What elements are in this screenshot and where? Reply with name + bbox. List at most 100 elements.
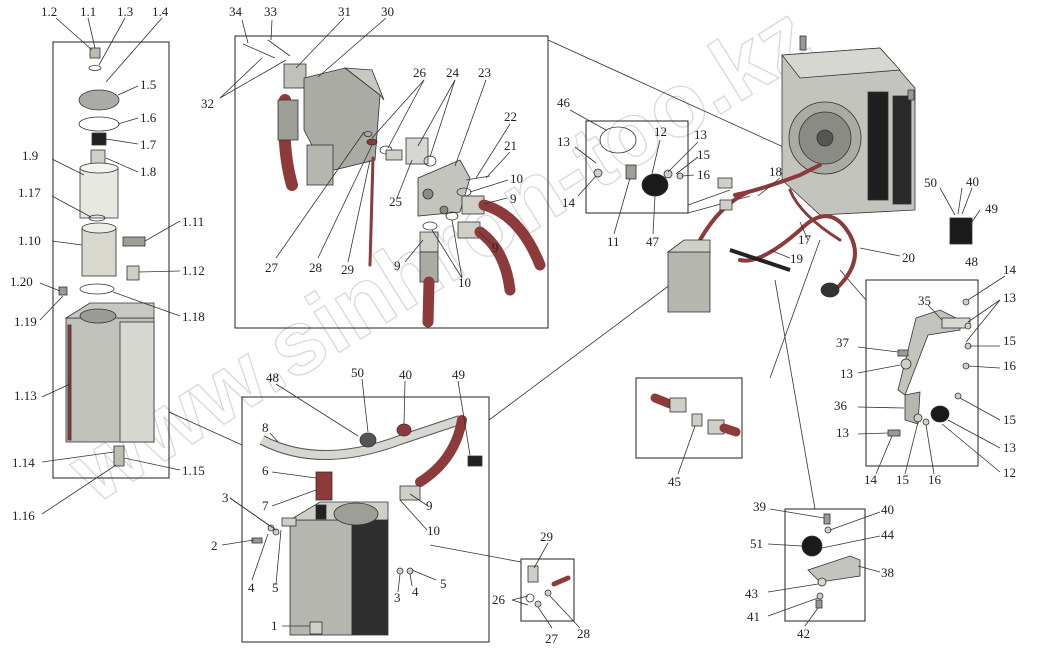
label-15a: 15 <box>697 147 710 162</box>
label-1: 1 <box>271 618 278 633</box>
label-22: 22 <box>504 109 517 124</box>
label-46: 46 <box>557 95 571 110</box>
label-35: 35 <box>918 293 931 308</box>
label-30: 30 <box>381 4 394 19</box>
label-1-4: 1.4 <box>152 4 169 19</box>
label-1-8: 1.8 <box>140 164 156 179</box>
label-27: 27 <box>265 260 279 275</box>
label-15d: 15 <box>896 472 909 487</box>
label-36: 36 <box>834 398 848 413</box>
mount-callouts: 39 40 51 44 38 43 41 42 <box>745 499 895 641</box>
label-24: 24 <box>446 65 460 80</box>
label-50b: 50 <box>351 365 364 380</box>
label-7: 7 <box>262 498 269 513</box>
label-45: 45 <box>668 474 681 489</box>
label-27b: 27 <box>545 631 559 646</box>
valve-block-assembly <box>242 39 546 328</box>
label-20: 20 <box>902 250 915 265</box>
label-41: 41 <box>747 609 760 624</box>
label-1-15: 1.15 <box>182 463 205 478</box>
label-13f: 13 <box>1003 440 1016 455</box>
label-14c: 14 <box>864 472 878 487</box>
label-47: 47 <box>646 234 660 249</box>
label-37: 37 <box>836 335 850 350</box>
label-29b: 29 <box>540 529 553 544</box>
routing-callouts: 18 17 19 20 50 40 49 48 <box>757 164 998 269</box>
label-16b: 16 <box>1003 358 1017 373</box>
label-9b: 9 <box>394 258 401 273</box>
label-33: 33 <box>264 4 277 19</box>
label-1-10: 1.10 <box>18 233 41 248</box>
label-13d: 13 <box>840 366 853 381</box>
label-12b: 12 <box>1003 465 1016 480</box>
label-4: 4 <box>248 580 255 595</box>
label-1-19: 1.19 <box>14 314 37 329</box>
label-4b: 4 <box>412 584 419 599</box>
label-16a: 16 <box>697 167 711 182</box>
frame-valve-block <box>234 35 549 329</box>
label-48: 48 <box>965 254 978 269</box>
label-32: 32 <box>201 96 214 111</box>
label-1-16: 1.16 <box>12 508 35 523</box>
label-14b: 14 <box>1003 262 1017 277</box>
label-13e: 13 <box>836 425 849 440</box>
valve-block-callouts: 34 33 31 30 32 26 24 23 22 21 10 9 25 27… <box>201 4 523 290</box>
label-5b: 5 <box>440 576 447 591</box>
filter-assembly <box>58 47 155 467</box>
label-49b: 49 <box>452 367 465 382</box>
label-21: 21 <box>504 138 517 153</box>
frame-filter-tank <box>52 41 170 479</box>
tank-callouts: 48 50 40 49 8 6 7 9 10 3 2 4 5 3 4 5 1 <box>211 365 471 633</box>
label-48b: 48 <box>266 370 279 385</box>
label-1-6: 1.6 <box>140 110 157 125</box>
label-10b: 10 <box>458 275 471 290</box>
label-1-7: 1.7 <box>140 137 157 152</box>
hydraulic-tank-assembly <box>251 415 483 636</box>
frame-tank <box>241 396 490 643</box>
label-6: 6 <box>262 463 269 478</box>
clamp-callouts: 46 13 12 13 15 16 14 11 47 <box>557 95 711 249</box>
watermark-text: www.sinhron-too.kz <box>52 0 828 522</box>
filter-callouts: 1.2 1.1 1.3 1.4 1.5 1.6 1.7 1.8 1.9 1.17… <box>10 4 205 523</box>
label-49: 49 <box>985 201 998 216</box>
bracket-callouts: 14 35 13 37 13 15 16 36 15 13 13 12 14 1… <box>834 262 1017 487</box>
label-28b: 28 <box>577 626 590 641</box>
label-1-3: 1.3 <box>117 4 133 19</box>
label-15b: 15 <box>1003 333 1016 348</box>
hydraulic-lines <box>666 163 973 313</box>
label-44: 44 <box>881 527 895 542</box>
label-16c: 16 <box>928 472 942 487</box>
label-3: 3 <box>222 490 229 505</box>
label-31: 31 <box>338 4 351 19</box>
label-13a: 13 <box>557 134 570 149</box>
label-13b: 13 <box>694 127 707 142</box>
label-14a: 14 <box>562 195 576 210</box>
label-1-12: 1.12 <box>182 263 205 278</box>
mount-detail <box>801 513 861 609</box>
label-15c: 15 <box>1003 412 1016 427</box>
label-9d: 9 <box>426 498 433 513</box>
bracket-detail <box>887 298 972 437</box>
label-11: 11 <box>607 234 620 249</box>
label-8: 8 <box>262 420 269 435</box>
label-10c: 10 <box>427 523 440 538</box>
label-51: 51 <box>750 536 763 551</box>
label-29: 29 <box>341 262 354 277</box>
label-42: 42 <box>797 626 810 641</box>
label-1-2: 1.2 <box>41 4 57 19</box>
label-1-18: 1.18 <box>182 309 205 324</box>
label-43: 43 <box>745 586 758 601</box>
label-17: 17 <box>798 232 812 247</box>
label-40b: 40 <box>881 502 894 517</box>
label-18: 18 <box>769 164 782 179</box>
label-12: 12 <box>654 124 667 139</box>
label-13c: 13 <box>1003 290 1016 305</box>
label-40: 40 <box>966 174 979 189</box>
label-1-20: 1.20 <box>10 274 33 289</box>
label-1-13: 1.13 <box>14 388 37 403</box>
label-1-17: 1.17 <box>18 185 41 200</box>
label-1-11: 1.11 <box>182 214 204 229</box>
label-1-1: 1.1 <box>80 4 96 19</box>
label-5: 5 <box>272 580 279 595</box>
label-9a: 9 <box>510 191 517 206</box>
